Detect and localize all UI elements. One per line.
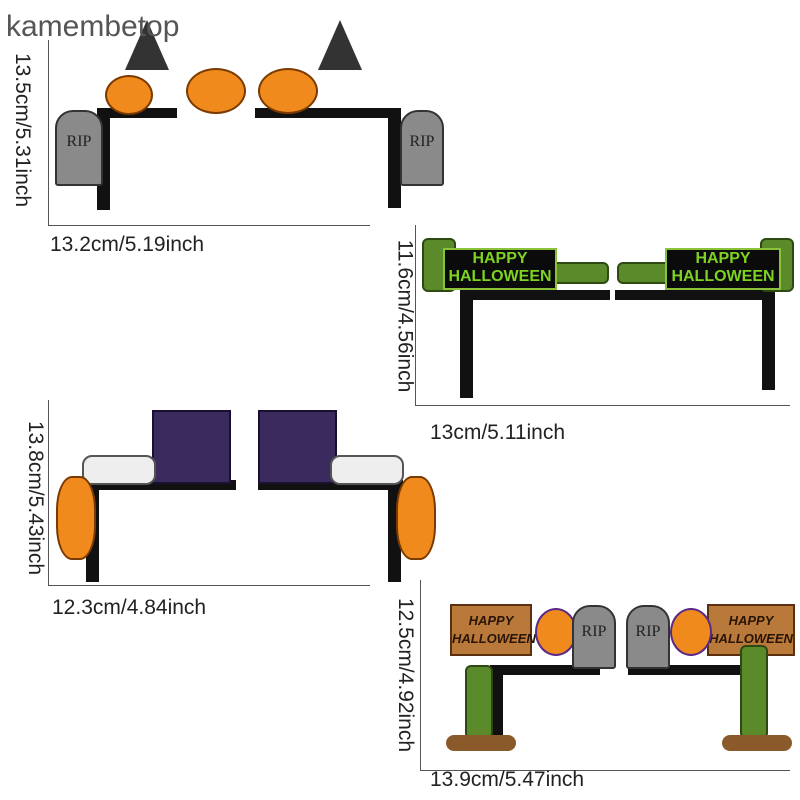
zombie-arm-image [550, 262, 609, 284]
height-label: 13.8cm/5.43inch [24, 420, 48, 576]
height-dimension-line [48, 400, 49, 585]
wooden-sign: HAPPY HALLOWEEN [450, 604, 536, 656]
corner-stake-left [86, 480, 236, 490]
pumpkin-image [105, 75, 153, 115]
width-dimension-line [420, 770, 790, 771]
corner-stake-right [255, 108, 400, 118]
width-dimension-line [415, 405, 790, 406]
pumpkin-image [670, 608, 712, 656]
watermark: kamembetop [6, 10, 180, 43]
tombstone-image: RIP [626, 605, 670, 669]
gnome-image [125, 20, 169, 70]
skull-pile-image [82, 455, 156, 485]
sign-text: HALLOWEEN [448, 268, 552, 285]
corner-stake-right [615, 290, 775, 300]
stake-leg [490, 665, 503, 747]
sign-text: HALLOWEEN [452, 631, 536, 646]
pumpkin-image [396, 476, 436, 560]
dirt-mound-image [446, 735, 516, 751]
tombstone-text: RIP [66, 133, 92, 150]
castle-image [258, 410, 337, 484]
dirt-mound-image [722, 735, 792, 751]
height-dimension-line [415, 225, 416, 405]
width-dimension-line [48, 225, 370, 226]
corner-stake-left [490, 665, 600, 675]
height-label: 13.5cm/5.31inch [11, 52, 35, 208]
width-label: 13cm/5.11inch [430, 421, 566, 444]
tombstone-text: RIP [635, 623, 661, 640]
skull-pile-image [330, 455, 404, 485]
gnome-image [318, 20, 362, 70]
corner-stake-right [258, 480, 403, 490]
pumpkin-image [56, 476, 96, 560]
sign-text: HAPPY [468, 613, 514, 628]
zombie-arm-image [740, 645, 768, 739]
castle-image [152, 410, 231, 484]
sign-text: HAPPY [472, 250, 528, 267]
sign-text: HAPPY [728, 613, 774, 628]
width-label: 12.3cm/4.84inch [52, 596, 207, 619]
corner-stake-left [460, 290, 610, 300]
width-dimension-line [48, 585, 370, 586]
stake-leg [388, 108, 401, 208]
tombstone-image: RIP [55, 110, 103, 186]
sign-text: HAPPY [695, 250, 751, 267]
height-label: 12.5cm/4.92inch [394, 597, 418, 753]
height-dimension-line [48, 40, 49, 226]
zombie-arm-image [465, 665, 493, 739]
pumpkin-image [186, 68, 246, 114]
corner-stake-right [628, 665, 758, 675]
pumpkin-image [535, 608, 577, 656]
stake-leg [460, 290, 473, 398]
tombstone-text: RIP [409, 133, 435, 150]
height-label: 11.6cm/4.56inch [393, 239, 417, 393]
tombstone-text: RIP [581, 623, 607, 640]
sign-text: HALLOWEEN [709, 631, 793, 646]
stake-leg [762, 290, 775, 390]
width-label: 13.9cm/5.47inch [430, 768, 585, 791]
height-dimension-line [420, 580, 421, 770]
width-label: 13.2cm/5.19inch [50, 233, 205, 256]
sign-text: HALLOWEEN [671, 268, 775, 285]
tombstone-image: RIP [400, 110, 444, 186]
pumpkin-image [258, 68, 318, 114]
wooden-sign: HAPPY HALLOWEEN [707, 604, 795, 656]
tombstone-image: RIP [572, 605, 616, 669]
